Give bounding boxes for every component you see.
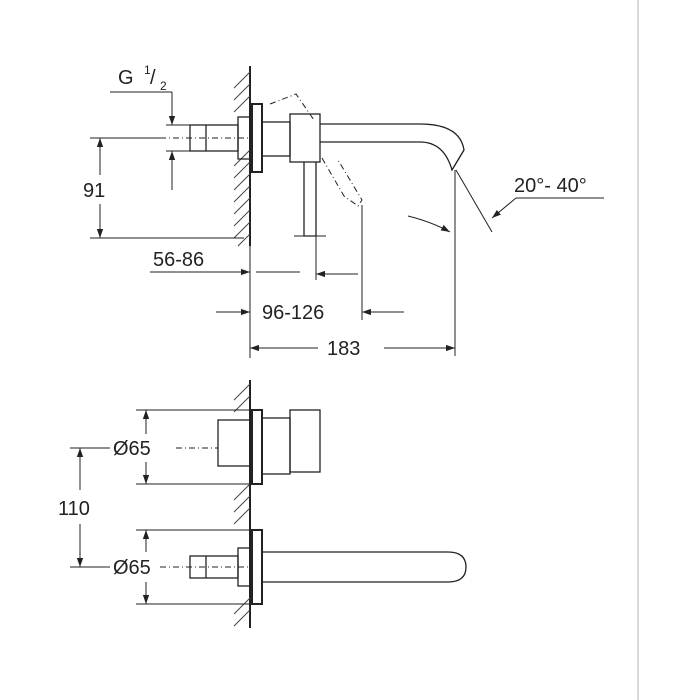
dim-96-126: 96-126 [216, 280, 404, 358]
lever-handle [269, 93, 363, 237]
dim-angle-label: 20°- 40° [514, 175, 587, 197]
thread-den: 2 [160, 79, 167, 93]
dim-angle: 20°- 40° [407, 169, 604, 233]
side-view: G 1 / 2 91 56-86 [83, 63, 604, 360]
spout-front [160, 529, 467, 605]
dim-91: 91 [83, 137, 244, 239]
thread-num: 1 [144, 63, 151, 77]
thread-prefix: G [118, 67, 134, 89]
dim-56-86: 56-86 [150, 238, 300, 280]
dim-dia-bottom-label: Ø65 [113, 557, 151, 579]
valve-housing [261, 121, 291, 157]
front-view: Ø65 110 Ø65 [58, 380, 467, 628]
dim-56-86-label: 56-86 [153, 249, 204, 271]
dim-dia-top-label: Ø65 [113, 438, 151, 460]
dim-183: 183 [250, 170, 456, 360]
handle-front [217, 409, 321, 485]
wall-bottom [233, 380, 251, 628]
dim-96-126-label: 96-126 [262, 302, 324, 324]
wall-top [233, 66, 251, 247]
wall-plate [251, 103, 263, 173]
spout [320, 123, 465, 172]
dim-183-label: 183 [327, 338, 360, 360]
thread-slash: / [150, 67, 156, 89]
rough-in-body [160, 116, 251, 160]
dim-110: 110 [58, 448, 90, 567]
dim-dia-top: Ø65 [70, 409, 252, 485]
dim-110-label: 110 [58, 498, 90, 520]
dim-dia-bottom: Ø65 [70, 529, 252, 605]
dim-91-label: 91 [83, 180, 105, 202]
thread-label: G 1 / 2 [110, 63, 192, 190]
